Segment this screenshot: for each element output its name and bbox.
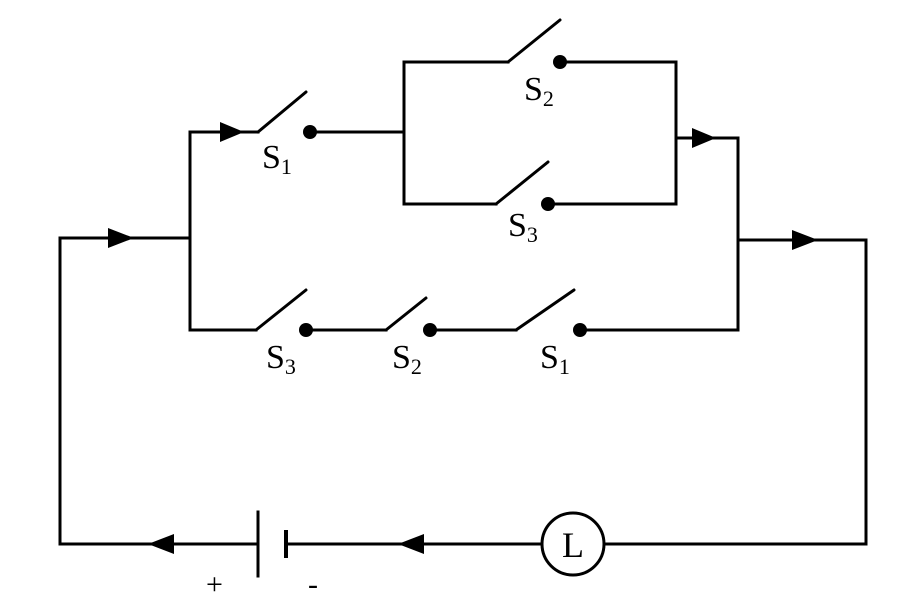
- lamp-circle: [540, 511, 606, 577]
- battery-plus-sign: +: [206, 568, 223, 601]
- arrow-left-outer-right: [108, 228, 134, 248]
- switch-upper-s2-blade: [506, 18, 562, 64]
- lamp-label: L: [562, 525, 584, 565]
- switch-upper-s3-blade: [494, 160, 550, 206]
- wire-right-outer: [602, 238, 868, 546]
- switch-lower-s3-contact: [299, 323, 313, 337]
- switch-lower-s1-blade: [514, 288, 576, 332]
- switch-lower-s2-blade: [384, 296, 428, 332]
- switch-upper-s2-contact: [553, 55, 567, 69]
- switch-lower-s3-label: S3: [266, 339, 296, 379]
- wire-left-outer: [58, 236, 192, 546]
- switch-lower-s1-contact: [573, 323, 587, 337]
- switch-upper-s1-contact: [303, 125, 317, 139]
- arrow-right-outer-right: [792, 230, 818, 250]
- arrow-upper-branch-right: [220, 122, 244, 142]
- arrow-parallel-out-right: [692, 128, 716, 148]
- switch-upper-s1-blade: [256, 90, 308, 134]
- switch-upper-s1-label: S1: [262, 139, 292, 179]
- switch-lower-s2-contact: [423, 323, 437, 337]
- switch-upper-s2-label: S2: [524, 71, 554, 111]
- switch-upper-s3-label: S3: [508, 207, 538, 247]
- switch-lower-s1-label: S1: [540, 339, 570, 379]
- switch-lower-s2-label: S2: [392, 339, 422, 379]
- switch-lower-s3-blade: [254, 288, 308, 332]
- arrow-bottom-middle-left: [398, 534, 424, 554]
- switch-upper-s3-contact: [541, 197, 555, 211]
- battery-minus-sign: -: [308, 568, 318, 601]
- arrow-bottom-left-left: [148, 534, 174, 554]
